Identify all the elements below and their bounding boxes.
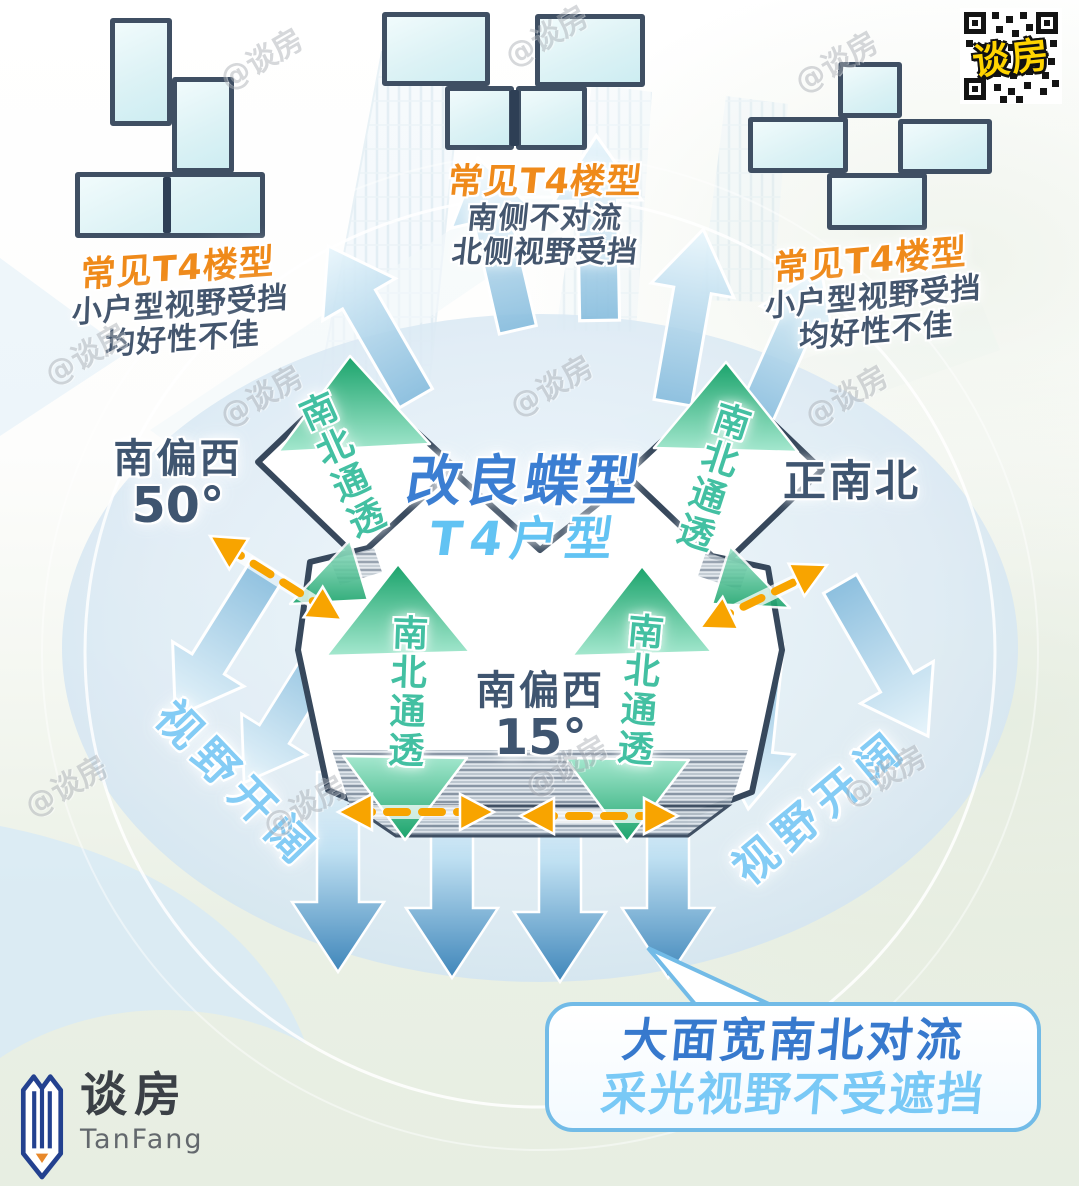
orientation-center-degree: 15° — [494, 709, 587, 766]
brand-name-cn: 谈房 — [80, 1068, 188, 1123]
brand-logo-text: 谈房 TanFang — [80, 1070, 204, 1155]
footprint-left-divider — [163, 177, 171, 233]
label-building-center: 常见T4楼型 南侧不对流 北侧视野受挡 — [395, 162, 695, 270]
central-slab — [295, 467, 785, 815]
label-title: 常见T4楼型 — [445, 162, 645, 202]
footprint-center-rect-4 — [516, 86, 587, 150]
orientation-left-degree: 50° — [131, 477, 225, 534]
orientation-right-text: 正南北 — [783, 457, 921, 507]
footprint-center-rect-1 — [382, 12, 490, 86]
label-building-left: 常见T4楼型 小户型视野受挡 均好性不佳 — [27, 240, 334, 367]
orientation-center: 南偏西 15° — [438, 670, 643, 763]
orientation-center-text: 南偏西 — [476, 668, 605, 714]
footprint-right-rect-3 — [898, 119, 992, 174]
brand-logo: 谈房 TanFang — [16, 1070, 204, 1180]
qr-pattern-icon — [960, 8, 1062, 104]
callout-line2: 采光视野不受遮挡 — [598, 1067, 988, 1121]
ventilation-label-lower-left: 南北通透 — [381, 613, 428, 771]
qr-code: 谈房 — [960, 8, 1062, 104]
footprint-center-divider — [510, 90, 519, 146]
orientation-right: 正南北 — [762, 457, 942, 507]
brand-name-en: TanFang — [80, 1123, 204, 1155]
ventilation-arrows-icon — [276, 354, 800, 844]
footprint-right-rect-4 — [827, 173, 927, 230]
footprint-left-rect-1 — [110, 18, 172, 126]
footprint-right-rect-1 — [838, 62, 902, 118]
footprint-right-rect-2 — [748, 117, 848, 173]
footprint-center-rect-2 — [535, 14, 645, 87]
footprint-center-rect-3 — [445, 86, 514, 150]
swoosh-bottom-left — [0, 826, 306, 1058]
orientation-left: 南偏西 50° — [88, 438, 268, 531]
callout-line1: 大面宽南北对流 — [619, 1012, 967, 1067]
arc-line-outer — [41, 153, 1039, 1151]
label-line2: 北侧视野受挡 — [450, 234, 640, 270]
swoosh-left — [0, 258, 128, 436]
arc-line — [83, 195, 997, 1109]
label-line1: 南侧不对流 — [465, 201, 625, 237]
footprint-left-rect-2 — [172, 77, 234, 173]
callout-bubble: 大面宽南北对流 采光视野不受遮挡 — [545, 1002, 1041, 1132]
orientation-left-text: 南偏西 — [113, 436, 243, 482]
orientation-dashed-arrows-icon — [199, 519, 837, 836]
pencil-building-icon — [20, 1074, 64, 1180]
qr-label: 谈房 — [970, 32, 1053, 84]
